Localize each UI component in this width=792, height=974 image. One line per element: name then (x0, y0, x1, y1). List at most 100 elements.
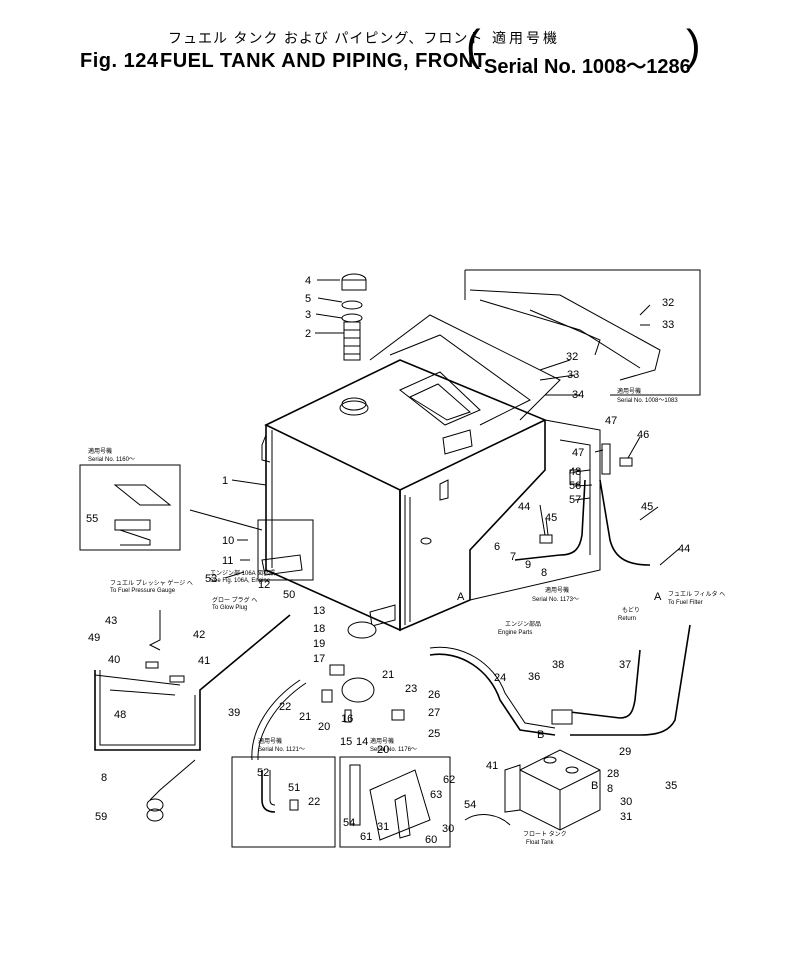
note-glow-jp: グロー プラグ へ (212, 596, 257, 604)
callout-43: 43 (105, 615, 117, 627)
callout-labels: 4 5 3 2 1 32 33 32 33 34 47 46 47 48 56 … (86, 275, 690, 846)
callout-35: 35 (665, 780, 677, 792)
note-1160-jp: 適用号機 (88, 447, 112, 455)
note-engparts-jp: エンジン部品 (505, 620, 541, 628)
callout-50: 50 (283, 589, 295, 601)
drain-parts (251, 621, 405, 761)
callout-22: 22 (279, 701, 291, 713)
note-1008-jp: 適用号機 (617, 387, 641, 395)
serial-range: Serial No. 1008～1286 (484, 56, 691, 78)
callout-41b: 41 (486, 760, 498, 772)
right-piping: 適用号機 Serial No. 1173～ フュエル フィルタ へ To Fue… (429, 443, 725, 736)
callout-61: 61 (360, 831, 372, 843)
figure-number: Fig. 124 (80, 50, 159, 72)
callout-49: 49 (88, 632, 100, 644)
note-1176-en: Serial No. 1176～ (370, 747, 417, 753)
callout-17: 17 (313, 653, 325, 665)
callout-20b: 20 (377, 744, 389, 756)
callout-38: 38 (552, 659, 564, 671)
callout-7: 7 (510, 551, 516, 563)
note-1176-jp: 適用号機 (370, 737, 394, 745)
callout-48b: 48 (114, 709, 126, 721)
callout-B2: B (591, 780, 598, 792)
callout-36: 36 (528, 671, 540, 683)
callout-40: 40 (108, 654, 120, 666)
callout-25: 25 (428, 728, 440, 740)
callout-47b: 47 (572, 447, 584, 459)
note-1160-en: Serial No. 1160～ (88, 457, 135, 463)
note-return-jp: もどり (622, 606, 640, 614)
callout-62: 62 (443, 774, 455, 786)
inset-1160: 適用号機 Serial No. 1160～ (79, 447, 181, 551)
callout-11: 11 (222, 555, 233, 567)
callout-5: 5 (305, 293, 311, 305)
callout-29: 29 (619, 746, 631, 758)
callout-19: 19 (313, 638, 325, 650)
callout-21b: 21 (299, 711, 311, 723)
note-engine-jp: エンジン部 106A 図参照 (210, 569, 275, 577)
callout-34: 34 (572, 389, 584, 401)
callout-54: 54 (464, 799, 476, 811)
callout-24: 24 (494, 672, 506, 684)
callout-52: 52 (257, 767, 269, 779)
title-japanese: フュエル タンク および パイピング、フロント (168, 31, 484, 47)
callout-55: 55 (86, 513, 98, 525)
callout-60: 60 (425, 834, 437, 846)
close-paren-glyph: ) (686, 21, 701, 70)
callout-30b: 30 (442, 823, 454, 835)
left-piping: フュエル プレッシャ ゲージ へ To Fuel Pressure Gauge … (94, 569, 291, 822)
callout-32b: 32 (566, 351, 578, 363)
callout-45: 45 (641, 501, 653, 513)
serial-japanese: 適用号機 (492, 31, 560, 47)
note-return-en: Return (618, 616, 636, 622)
callout-46: 46 (637, 429, 649, 441)
tank-cover-panels (369, 314, 561, 426)
leader-lines (224, 279, 681, 579)
callout-12: 12 (258, 579, 270, 591)
callout-15: 15 (340, 736, 352, 748)
callout-54b: 54 (343, 817, 355, 829)
note-pressure-jp: フュエル プレッシャ ゲージ へ (110, 579, 193, 587)
note-1121-jp: 適用号機 (258, 737, 282, 745)
note-float-jp: フロート タンク (523, 830, 567, 838)
figure-title: FUEL TANK AND PIPING, FRONT (160, 50, 487, 72)
callout-2: 2 (305, 328, 311, 340)
float-tank: フロート タンク Float Tank (464, 749, 601, 846)
callout-16: 16 (341, 713, 353, 725)
side-bracket (469, 419, 601, 601)
mount-bracket-detail (189, 509, 314, 581)
note-pressure-en: To Fuel Pressure Gauge (110, 588, 176, 594)
callout-26: 26 (428, 689, 440, 701)
note-1173-jp: 適用号機 (545, 586, 569, 594)
callout-53: 53 (205, 573, 217, 585)
callout-A: A (457, 591, 465, 603)
callout-3: 3 (305, 309, 311, 321)
open-paren-glyph: ( (466, 21, 481, 70)
callout-22b: 22 (308, 796, 320, 808)
note-1173-en: Serial No. 1173～ (532, 597, 579, 603)
note-1008-en: Serial No. 1008～1083 (617, 398, 678, 404)
fuel-tank (261, 359, 547, 632)
inset-1121: 適用号機 Serial No. 1121～ (231, 737, 336, 848)
inset-1008-1083: 適用号機 Serial No. 1008～1083 (464, 269, 701, 404)
callout-A2: A (654, 591, 662, 603)
callout-13: 13 (313, 605, 325, 617)
note-float-en: Float Tank (526, 840, 555, 846)
callout-41: 41 (198, 655, 210, 667)
callout-56: 56 (569, 480, 581, 492)
callout-27: 27 (428, 707, 440, 719)
callout-42: 42 (193, 629, 205, 641)
callout-59: 59 (95, 811, 107, 823)
callout-21: 21 (382, 669, 394, 681)
callout-44: 44 (518, 501, 530, 513)
callout-44b: 44 (678, 543, 690, 555)
callout-31: 31 (620, 811, 632, 823)
callout-B: B (537, 729, 544, 741)
callout-32: 32 (662, 297, 674, 309)
callout-1: 1 (222, 475, 228, 487)
callout-51: 51 (288, 782, 300, 794)
callout-4: 4 (305, 275, 311, 287)
callout-63: 63 (430, 789, 442, 801)
callout-31b: 31 (377, 821, 389, 833)
